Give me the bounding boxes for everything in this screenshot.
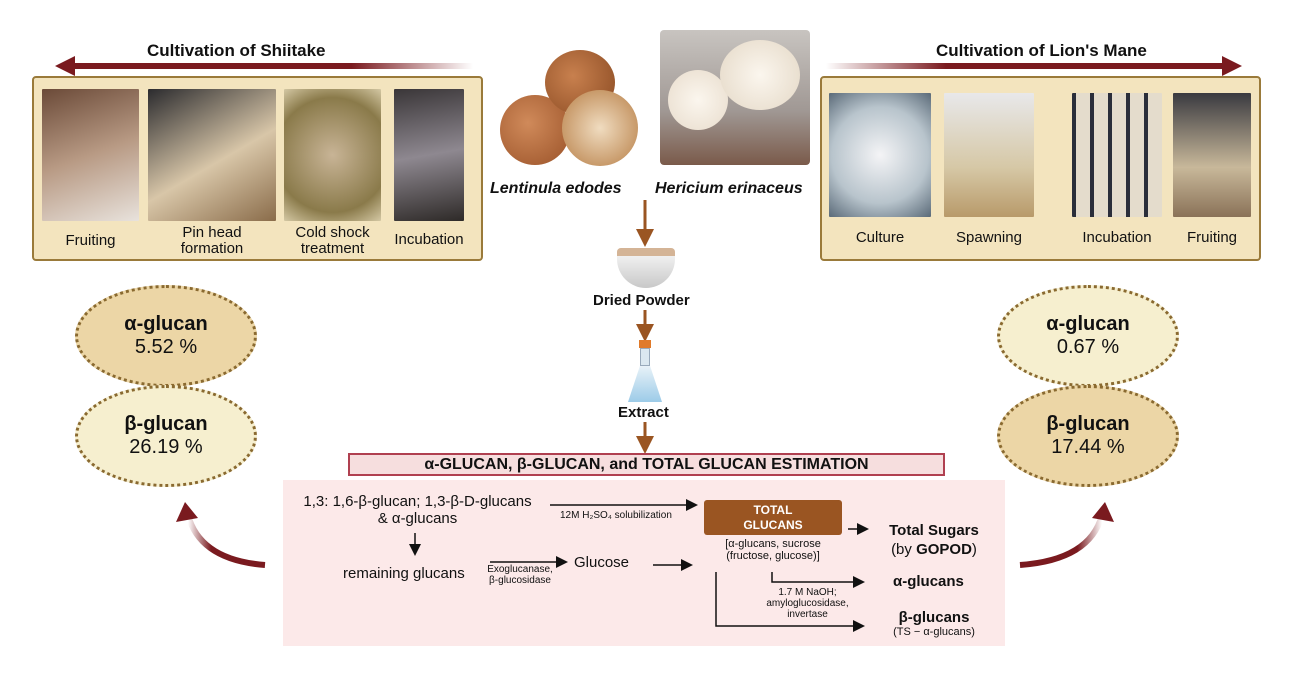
dried-powder-label: Dried Powder (593, 292, 690, 309)
value: 26.19 % (129, 436, 203, 458)
estimation-title: α-GLUCAN, β-GLUCAN, and TOTAL GLUCAN EST… (348, 453, 945, 476)
stage-label: Fruiting (1186, 229, 1238, 246)
beta-formula: (TS − α-glucans) (893, 626, 975, 638)
glucose-label: Glucose (574, 554, 630, 571)
beta-glucans-output: β-glucans(TS − α-glucans) (874, 609, 994, 638)
fruiting-photo (42, 89, 139, 221)
naoh-line: 1.7 M NaOH; (778, 587, 837, 598)
shiitake-panel: Fruiting Pin head formation Cold shock t… (32, 76, 483, 261)
note-line: [α-glucans, sucrose (725, 538, 821, 550)
value: 5.52 % (134, 336, 198, 358)
beta-label: β-glucans (898, 609, 970, 626)
total-sugars-label: Total Sugars (889, 522, 979, 539)
stage-label: Incubation (1082, 229, 1152, 246)
fruiting-photo (1173, 93, 1251, 217)
lionsmane-image (660, 30, 810, 165)
lionsmane-title: Cultivation of Lion's Mane (936, 41, 1147, 60)
lionsmane-panel: Culture Spawning Incubation Fruiting (820, 76, 1261, 261)
enzyme-line: Exoglucanase, (487, 564, 553, 575)
label: α-glucan (124, 313, 208, 335)
species-right: Hericium erinaceus (655, 180, 803, 197)
value: 0.67 % (1056, 336, 1120, 358)
total-sugars-output: Total Sugars(by GOPOD) (874, 521, 994, 559)
enzyme-step: Exoglucanase,β-glucosidase (480, 564, 560, 586)
flask-icon (628, 340, 662, 402)
gopod-text: GOPOD (916, 541, 972, 558)
incubation-photo (394, 89, 464, 221)
stage-label: Pin head formation (180, 224, 244, 257)
spawning-photo (944, 93, 1034, 217)
total-line: TOTAL (753, 503, 793, 517)
stage-label: Spawning (956, 229, 1022, 246)
alpha-glucans-output: α-glucans (893, 573, 964, 590)
stage-label: Fruiting (65, 232, 116, 249)
stage-label: Incubation (394, 231, 464, 248)
shiitake-title: Cultivation of Shiitake (147, 41, 326, 60)
label: β-glucan (1046, 413, 1130, 435)
enzyme-line: β-glucosidase (489, 575, 551, 586)
culture-photo (829, 93, 931, 217)
paren: ) (971, 541, 977, 558)
gopod-line: (by GOPOD) (874, 540, 994, 559)
label: β-glucan (124, 413, 208, 435)
pinhead-photo (148, 89, 276, 221)
value: 17.44 % (1051, 436, 1125, 458)
remaining-glucans: remaining glucans (343, 565, 465, 582)
species-left: Lentinula edodes (490, 180, 622, 197)
incubation-photo (1072, 93, 1162, 217)
by-text: (by (891, 541, 917, 558)
shiitake-direction-arrow (68, 63, 473, 69)
glucan-sources: 1,3: 1,6-β-glucan; 1,3-β-D-glucans& α-gl… (285, 493, 550, 527)
extract-label: Extract (618, 404, 669, 421)
total-line: GLUCANS (743, 518, 803, 532)
naoh-step: 1.7 M NaOH;amyloglucosidase, invertase (745, 587, 870, 620)
acid-step: 12M H₂SO₄ solubilization (560, 510, 672, 521)
source-line: 1,3: 1,6-β-glucan; 1,3-β-D-glucans (303, 493, 532, 510)
coldshock-photo (284, 89, 381, 221)
total-glucans-note: [α-glucans, sucrose(fructose, glucose)] (700, 538, 846, 562)
source-line: & α-glucans (377, 510, 458, 527)
lionsmane-direction-arrow (826, 63, 1226, 69)
label: α-glucan (1046, 313, 1130, 335)
shiitake-image (500, 50, 640, 170)
stage-label: Culture (855, 229, 905, 246)
note-line: (fructose, glucose)] (726, 550, 820, 562)
stage-label: Cold shock treatment (295, 224, 370, 257)
naoh-line: amyloglucosidase, invertase (766, 598, 849, 620)
